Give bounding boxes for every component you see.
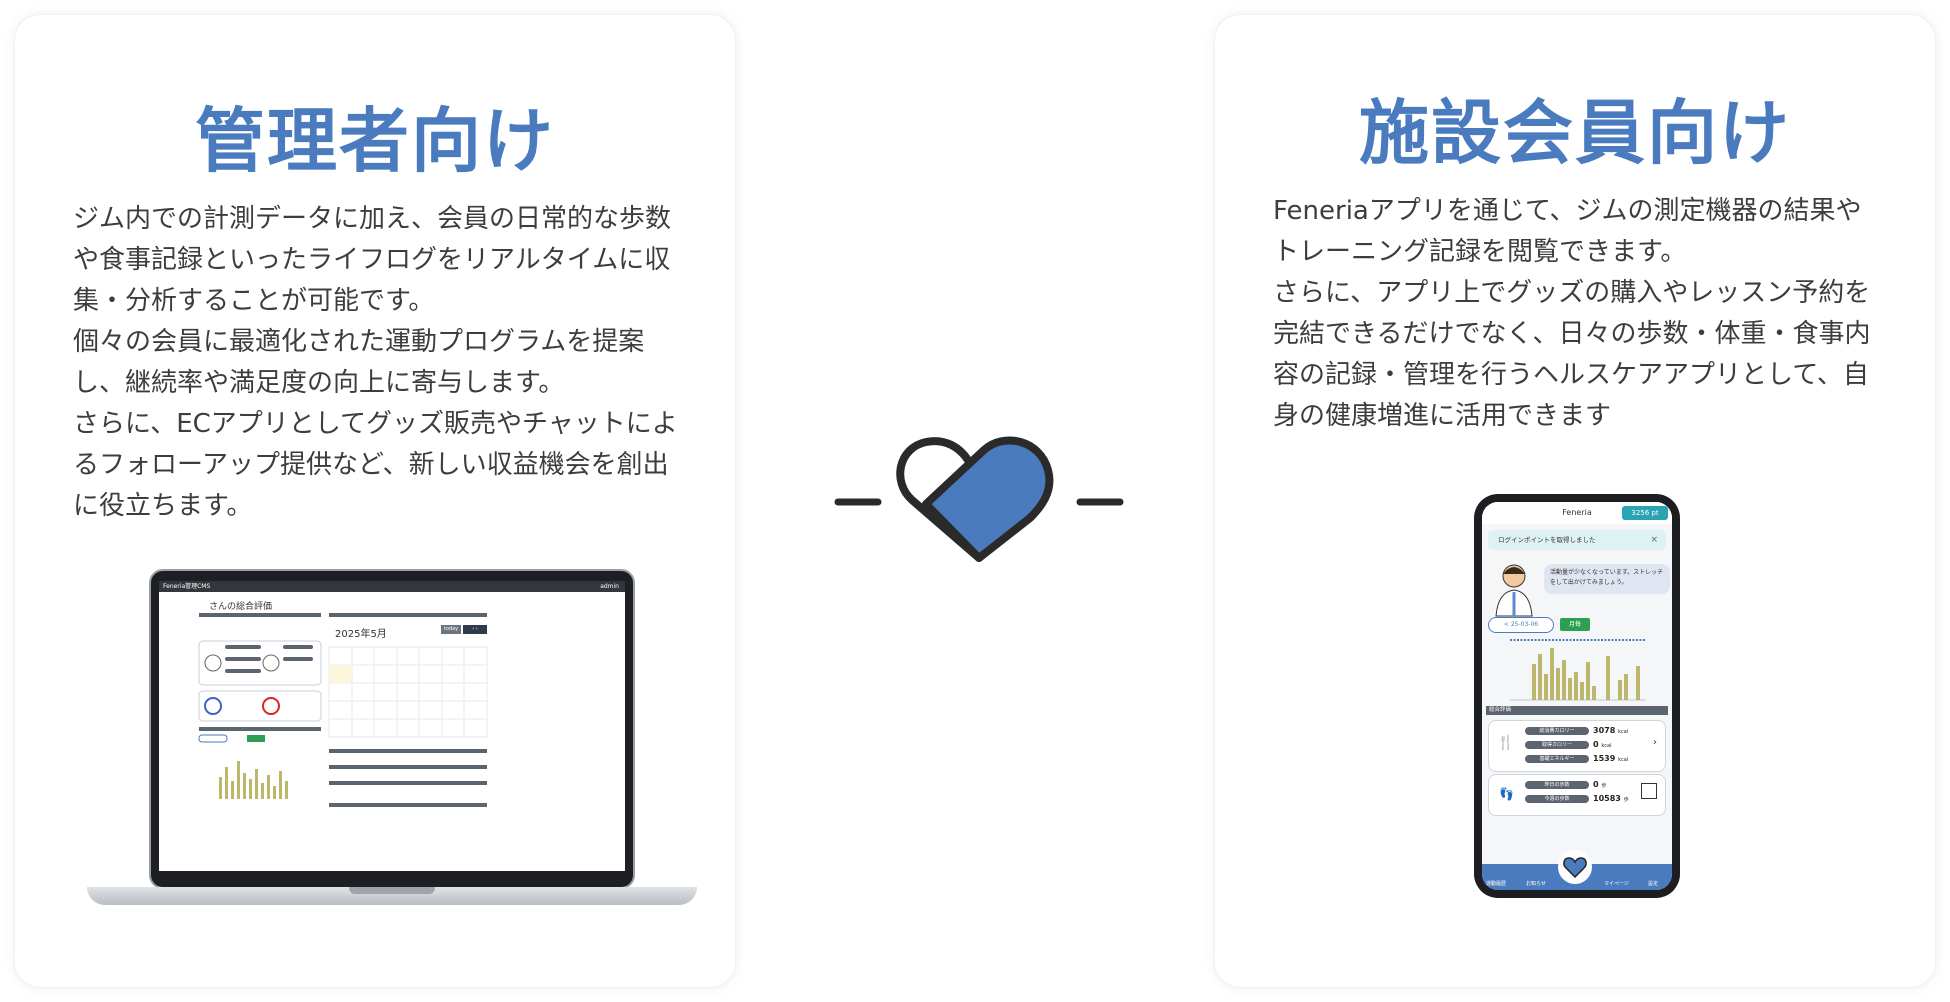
app-screen: Feneria 3256 pt ログインポイントを取得しました × 活動量が少な… — [1482, 502, 1672, 890]
basal-label: 基礎エネルギー — [1525, 755, 1589, 763]
intake-value: 0 kcal — [1593, 740, 1612, 749]
month-button[interactable]: 月毎 — [1560, 618, 1590, 631]
summary-section-header: 総合評価 — [1486, 706, 1668, 715]
bottom-nav: 運動履歴 お知らせ マイページ 設定 — [1482, 850, 1672, 890]
member-paragraph-2: さらに、アプリ上でグッズの購入やレッスン予約を完結できるだけでなく、日々の歩数・… — [1273, 278, 1871, 431]
trainer-avatar — [1495, 564, 1533, 617]
nav-heart-icon[interactable] — [1558, 850, 1592, 884]
app-title: Feneria — [1562, 508, 1592, 517]
chevron-right-icon: › — [1653, 737, 1657, 748]
fork-knife-icon: 🍴 — [1497, 735, 1515, 751]
steps-card[interactable]: 👣 昨日の歩数 0 歩 今週の歩数 10583 歩 — [1488, 774, 1666, 816]
member-description: Feneriaアプリを通じて、ジムの測定機器の結果やトレーニング記録を閲覧できま… — [1273, 191, 1883, 437]
laptop-notch — [349, 887, 435, 894]
calorie-value: 3078 kcal — [1593, 726, 1629, 735]
yesterday-steps-label: 昨日の歩数 — [1525, 781, 1589, 789]
admin-paragraph-2: 個々の会員に最適化された運動プログラムを提案し、継続率や満足度の向上に寄与します… — [73, 327, 645, 398]
intake-label: 取得カロリー — [1525, 741, 1589, 749]
cms-navbar: Feneria管理CMS admin — [159, 581, 625, 592]
cms-brand: Feneria管理CMS — [163, 583, 211, 590]
nav-mypage[interactable]: マイページ — [1604, 881, 1629, 887]
cms-admin-menu: admin — [600, 583, 619, 590]
advice-bubble: 活動量が少なくなっています。ストレッチをして出かけてみましょう。 — [1544, 564, 1670, 594]
member-title: 施設会員向け — [1359, 92, 1791, 174]
cms-content-sketch — [198, 640, 488, 807]
calorie-card[interactable]: 🍴 総消費カロリー 3078 kcal 取得カロリー 0 kcal 基礎エネルギ… — [1488, 720, 1666, 772]
cms-today-button: today — [441, 625, 461, 634]
admin-description: ジム内での計測データに加え、会員の日常的な歩数や食事記録といったライフログをリア… — [73, 199, 683, 527]
footprint-icon: 👣 — [1499, 787, 1514, 801]
admin-paragraph-1: ジム内での計測データに加え、会員の日常的な歩数や食事記録といったライフログをリア… — [73, 204, 672, 316]
nav-notice[interactable]: お知らせ — [1526, 881, 1546, 887]
laptop-mockup: Feneria管理CMS admin さんの総合評価 2025年5月 today… — [87, 567, 697, 927]
laptop-lid: Feneria管理CMS admin さんの総合評価 2025年5月 today… — [149, 569, 635, 889]
cms-prev-next: ‹ › — [463, 625, 487, 634]
calorie-label: 総消費カロリー — [1525, 727, 1589, 735]
basal-value: 1539 kcal — [1593, 754, 1629, 763]
yesterday-steps-value: 0 歩 — [1593, 780, 1607, 789]
cms-calendar-month: 2025年5月 — [335, 629, 387, 640]
member-paragraph-1: Feneriaアプリを通じて、ジムの測定機器の結果やトレーニング記録を閲覧できま… — [1273, 196, 1862, 267]
points-badge: 3256 pt — [1622, 506, 1668, 520]
admin-paragraph-3: さらに、ECアプリとしてグッズ販売やチャットによるフォローアップ提供など、新しい… — [73, 409, 678, 521]
week-steps-value: 10583 歩 — [1593, 794, 1629, 803]
toast-text: ログインポイントを取得しました — [1498, 536, 1596, 544]
heart-logo-icon — [834, 436, 1124, 562]
cms-screen: Feneria管理CMS admin さんの総合評価 2025年5月 today… — [159, 581, 625, 871]
nav-settings[interactable]: 設定 — [1648, 881, 1659, 887]
login-toast: ログインポイントを取得しました × — [1488, 530, 1666, 550]
qr-code-icon[interactable] — [1641, 783, 1657, 799]
admin-card: 管理者向け ジム内での計測データに加え、会員の日常的な歩数や食事記録といったライ… — [14, 14, 736, 988]
cms-section-bar — [329, 613, 487, 617]
cms-section-bar — [199, 613, 321, 617]
app-header: Feneria 3256 pt — [1482, 502, 1672, 524]
admin-title: 管理者向け — [195, 100, 555, 182]
phone-mockup: Feneria 3256 pt ログインポイントを取得しました × 活動量が少な… — [1474, 494, 1680, 898]
laptop-base — [87, 887, 697, 905]
center-heart-graphic — [834, 430, 1124, 580]
close-icon[interactable]: × — [1650, 535, 1658, 545]
steps-weight-chart — [1510, 639, 1646, 701]
week-steps-label: 今週の歩数 — [1525, 795, 1589, 803]
cms-page-title: さんの総合評価 — [209, 602, 273, 612]
date-button[interactable]: < 25-03-06 — [1488, 617, 1554, 633]
nav-history[interactable]: 運動履歴 — [1486, 881, 1507, 887]
